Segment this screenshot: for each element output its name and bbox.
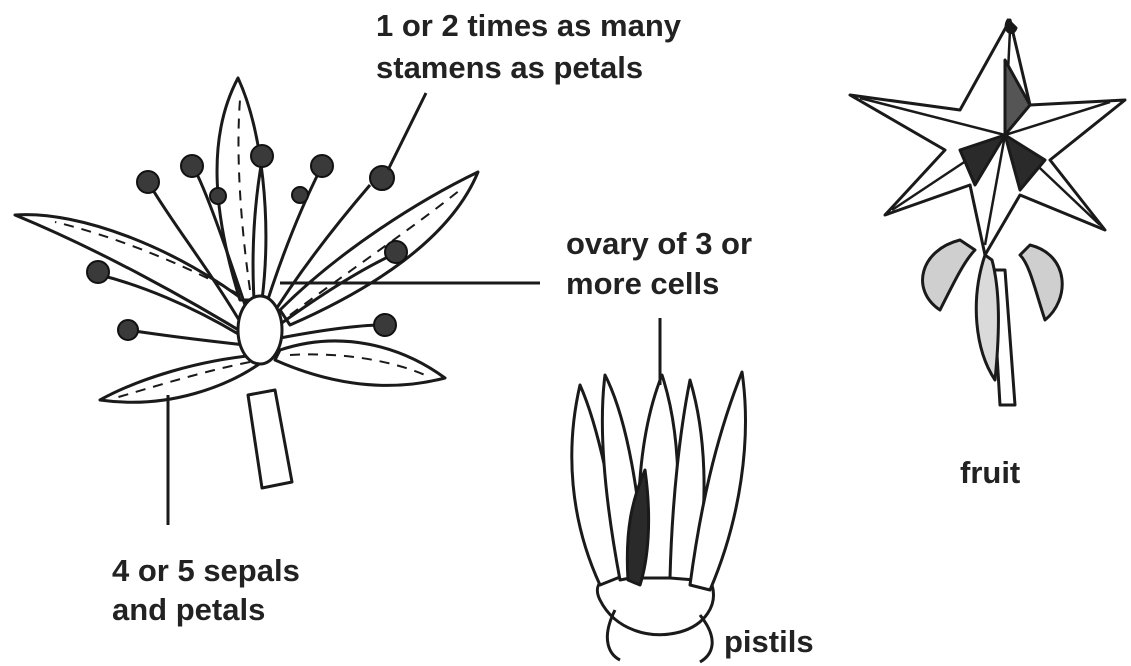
label-fruit: fruit — [960, 455, 1020, 491]
label-sepals-line2: and petals — [112, 592, 265, 628]
leader-stamens — [388, 93, 426, 170]
label-ovary-line1: ovary of 3 or — [566, 226, 752, 262]
label-ovary-line2: more cells — [566, 266, 719, 302]
fruit-star — [850, 20, 1125, 255]
pistils-illustration — [572, 372, 746, 662]
flower-center — [238, 296, 282, 364]
label-pistils: pistils — [724, 624, 814, 660]
fruit-illustration — [850, 20, 1125, 405]
flower-stem — [248, 390, 292, 488]
label-stamens-line2: stamens as petals — [376, 50, 643, 86]
label-stamens-line1: 1 or 2 times as many — [376, 8, 681, 44]
label-sepals-line1: 4 or 5 sepals — [112, 553, 300, 589]
petal-right-lower — [275, 341, 445, 385]
